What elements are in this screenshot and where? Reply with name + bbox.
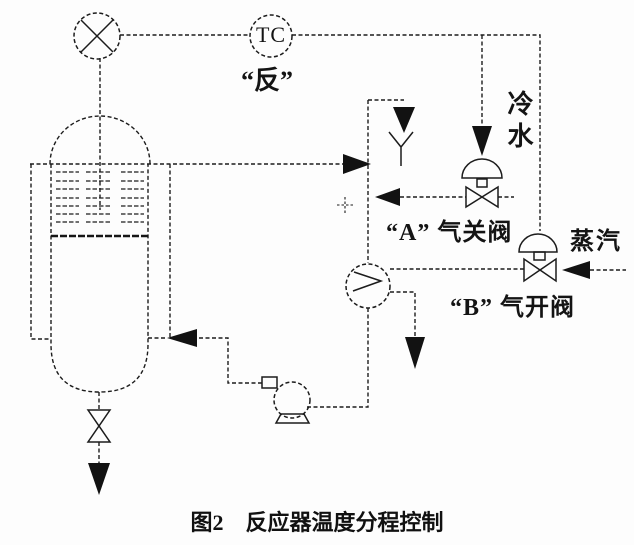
- cold-water-down-arrow-icon: [472, 126, 492, 156]
- figure-title: 反应器温度分程控制: [245, 510, 444, 535]
- pump-discharge-line: [197, 337, 262, 384]
- pump-nozzle: [261, 376, 278, 389]
- reactor-outlet-right-arrow-icon: [343, 154, 371, 174]
- steam-label: 蒸汽: [570, 229, 622, 255]
- valve-a-label: “A” 气关阀: [386, 220, 513, 246]
- vessel-dome: [49, 115, 151, 165]
- control-valve-a-icon: [461, 158, 503, 209]
- equipment-circles: [73, 12, 391, 419]
- bottom-outlet-down-arrow-icon: [88, 463, 110, 495]
- valve-b-label: “B” 气开阀: [450, 295, 576, 321]
- pump-base: [274, 413, 311, 424]
- crosshair-mark: [337, 197, 353, 213]
- figure-caption: 图2 反应器温度分程控制: [0, 505, 634, 537]
- exchanger-drain-line: [390, 291, 416, 337]
- flow-arrows: [88, 107, 590, 495]
- heat-exchanger-circle-icon: [345, 263, 391, 309]
- figure-number: 图2: [190, 510, 224, 535]
- pipe-and-signal-lines: [30, 34, 626, 463]
- controller-output-line: [292, 34, 541, 231]
- symbol-linework: [80, 19, 558, 443]
- vent-funnel-icon: [388, 131, 414, 166]
- jacket-right-line: [148, 164, 171, 339]
- controller-action-label: “反”: [240, 66, 293, 95]
- tc-controller-label: TC: [255, 22, 287, 47]
- tc-controller-circle-icon: [249, 14, 293, 58]
- control-valve-b-icon: [518, 233, 558, 283]
- agitator-crossed-circle-icon: [73, 12, 121, 60]
- vent-down-arrow-icon: [393, 107, 415, 133]
- exchanger-chevron-icon: [352, 271, 384, 292]
- riser-lower-line: [307, 308, 369, 408]
- agitator-cross-icon: [80, 19, 114, 53]
- valve-a-left-arrow-icon: [375, 188, 400, 206]
- reactor-coil-hatching: [56, 171, 144, 223]
- return-left-arrow-icon: [167, 329, 197, 347]
- cold-water-label: 冷水: [504, 90, 533, 154]
- drain-down-arrow-icon: [405, 337, 425, 369]
- steam-left-arrow-icon: [562, 261, 590, 279]
- drain-hourglass-valve-icon: [86, 409, 112, 443]
- pump-circle-icon: [273, 381, 311, 419]
- jacket-left-line: [30, 164, 51, 340]
